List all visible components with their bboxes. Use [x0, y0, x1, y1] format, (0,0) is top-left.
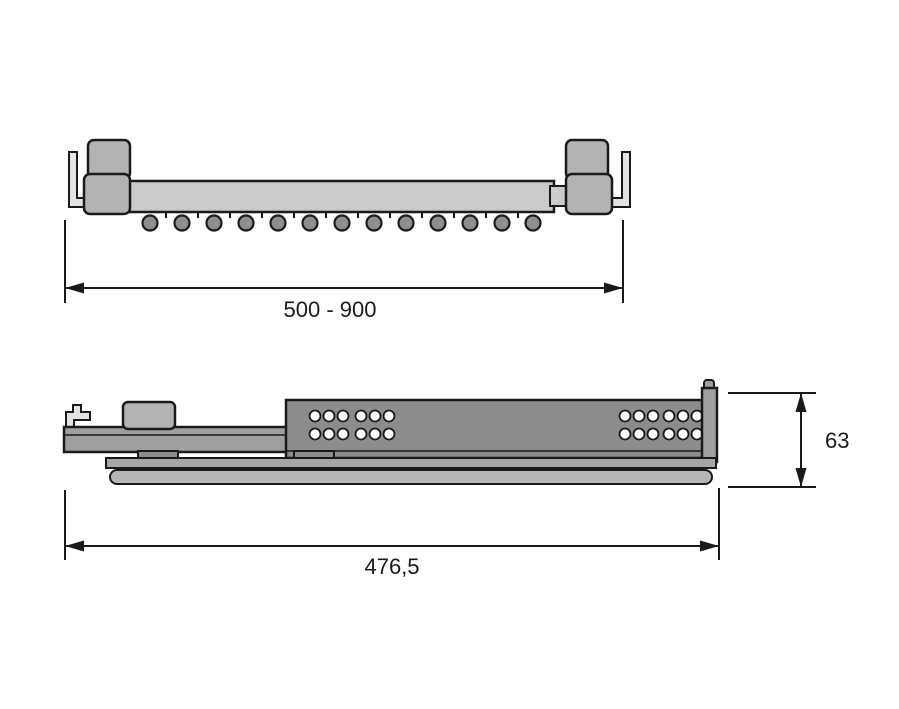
hole — [322, 427, 336, 441]
side-view: 63 476,5 — [62, 379, 849, 579]
hole — [646, 427, 660, 441]
right-bracket-lower — [564, 172, 614, 216]
hole — [676, 427, 690, 441]
rollers — [141, 214, 542, 232]
front-block — [121, 400, 177, 431]
hole — [322, 409, 336, 423]
hole — [382, 409, 396, 423]
roller-ticks — [165, 212, 519, 218]
hole — [308, 427, 322, 441]
hole — [662, 427, 676, 441]
rear-end-tab — [700, 386, 719, 464]
roller — [524, 214, 542, 232]
hole — [676, 409, 690, 423]
hole — [662, 409, 676, 423]
inner-rail — [62, 425, 294, 454]
hole-cluster-left — [308, 409, 396, 441]
hole — [354, 409, 368, 423]
roller — [269, 214, 287, 232]
roller — [333, 214, 351, 232]
roller — [141, 214, 159, 232]
roller — [205, 214, 223, 232]
hole — [382, 427, 396, 441]
rail-bar — [126, 179, 556, 214]
hole — [368, 427, 382, 441]
height-dimension: 63 — [728, 392, 849, 488]
roller — [365, 214, 383, 232]
arrowhead-right — [604, 282, 623, 294]
hole — [368, 409, 382, 423]
roller — [397, 214, 415, 232]
hole — [308, 409, 322, 423]
hole — [632, 427, 646, 441]
width-dimension: 500 - 900 — [64, 220, 624, 322]
front-hook — [65, 404, 91, 432]
hole — [618, 427, 632, 441]
hole — [646, 409, 660, 423]
hole — [354, 427, 368, 441]
hole — [336, 409, 350, 423]
roller — [461, 214, 479, 232]
hole — [618, 409, 632, 423]
left-bracket-lower — [82, 172, 132, 216]
lower-ledge — [105, 457, 717, 469]
hole — [632, 409, 646, 423]
length-dimension: 476,5 — [64, 488, 720, 579]
arrowhead-right — [700, 540, 719, 552]
bottom-rail — [109, 469, 713, 485]
height-dimension-label: 63 — [825, 428, 849, 453]
roller — [301, 214, 319, 232]
front-view: 500 - 900 — [64, 138, 631, 322]
width-dimension-label: 500 - 900 — [284, 297, 377, 322]
arrowhead-left — [65, 282, 84, 294]
arrowhead-left — [65, 540, 84, 552]
hole — [336, 427, 350, 441]
arrowhead-up — [795, 393, 807, 412]
roller — [493, 214, 511, 232]
arrowhead-down — [795, 468, 807, 487]
length-dimension-label: 476,5 — [364, 554, 419, 579]
roller — [237, 214, 255, 232]
hole-cluster-right — [618, 409, 704, 441]
roller — [429, 214, 447, 232]
roller — [173, 214, 191, 232]
